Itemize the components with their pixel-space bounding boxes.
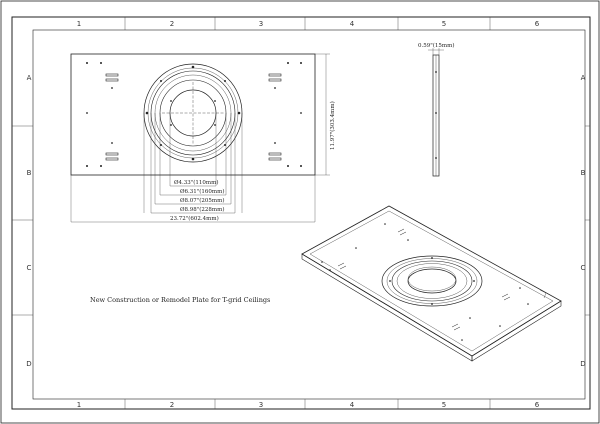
zone-labels-top: 1 2 3 4 5 6 — [77, 20, 540, 28]
zone-labels-left: A B C D — [26, 74, 31, 368]
zone-col-5-bottom: 5 — [442, 401, 446, 409]
dim-diameter-160: Ø6.31"(160mm) — [180, 188, 225, 195]
front-view-dimension-text: Ø4.33"(110mm) Ø6.31"(160mm) Ø8.07"(205mm… — [170, 101, 336, 222]
zone-col-4-top: 4 — [350, 20, 355, 28]
dim-height: 11.97"(303.4mm) — [329, 101, 336, 150]
isometric-view-plate — [301, 205, 562, 362]
zone-labels-bottom: 1 2 3 4 5 6 — [77, 401, 540, 409]
dim-thickness: 0.59"(15mm) — [418, 42, 455, 49]
zone-col-2-top: 2 — [170, 20, 174, 28]
side-view-plate: 0.59"(15mm) — [418, 42, 455, 177]
zone-row-c-right: C — [581, 264, 586, 272]
zone-col-1-top: 1 — [77, 20, 81, 28]
zone-row-b-left: B — [27, 169, 32, 177]
front-view-plate — [70, 53, 316, 176]
dim-diameter-228: Ø8.98"(228mm) — [180, 206, 225, 213]
dim-width: 23.72"(602.4mm) — [170, 215, 219, 222]
zone-row-d-right: D — [580, 360, 585, 368]
zone-col-6-top: 6 — [535, 20, 540, 28]
zone-row-a-right: A — [581, 74, 586, 82]
dim-diameter-205: Ø8.07"(205mm) — [180, 197, 225, 204]
zone-row-b-right: B — [581, 169, 586, 177]
dim-diameter-110: Ø4.33"(110mm) — [174, 179, 219, 186]
front-view-dimension-lines — [70, 53, 330, 223]
zone-row-d-left: D — [26, 360, 31, 368]
zone-row-c-left: C — [27, 264, 32, 272]
zone-col-6-bottom: 6 — [535, 401, 540, 409]
drawing-note: New Construction or Remodel Plate for T-… — [90, 296, 270, 304]
zone-labels-right: A B C D — [580, 74, 585, 368]
zone-row-a-left: A — [27, 74, 32, 82]
zone-col-3-bottom: 3 — [259, 401, 263, 409]
zone-col-3-top: 3 — [259, 20, 263, 28]
zone-col-4-bottom: 4 — [350, 401, 355, 409]
zone-col-5-top: 5 — [442, 20, 446, 28]
zone-col-2-bottom: 2 — [170, 401, 174, 409]
zone-col-1-bottom: 1 — [77, 401, 81, 409]
